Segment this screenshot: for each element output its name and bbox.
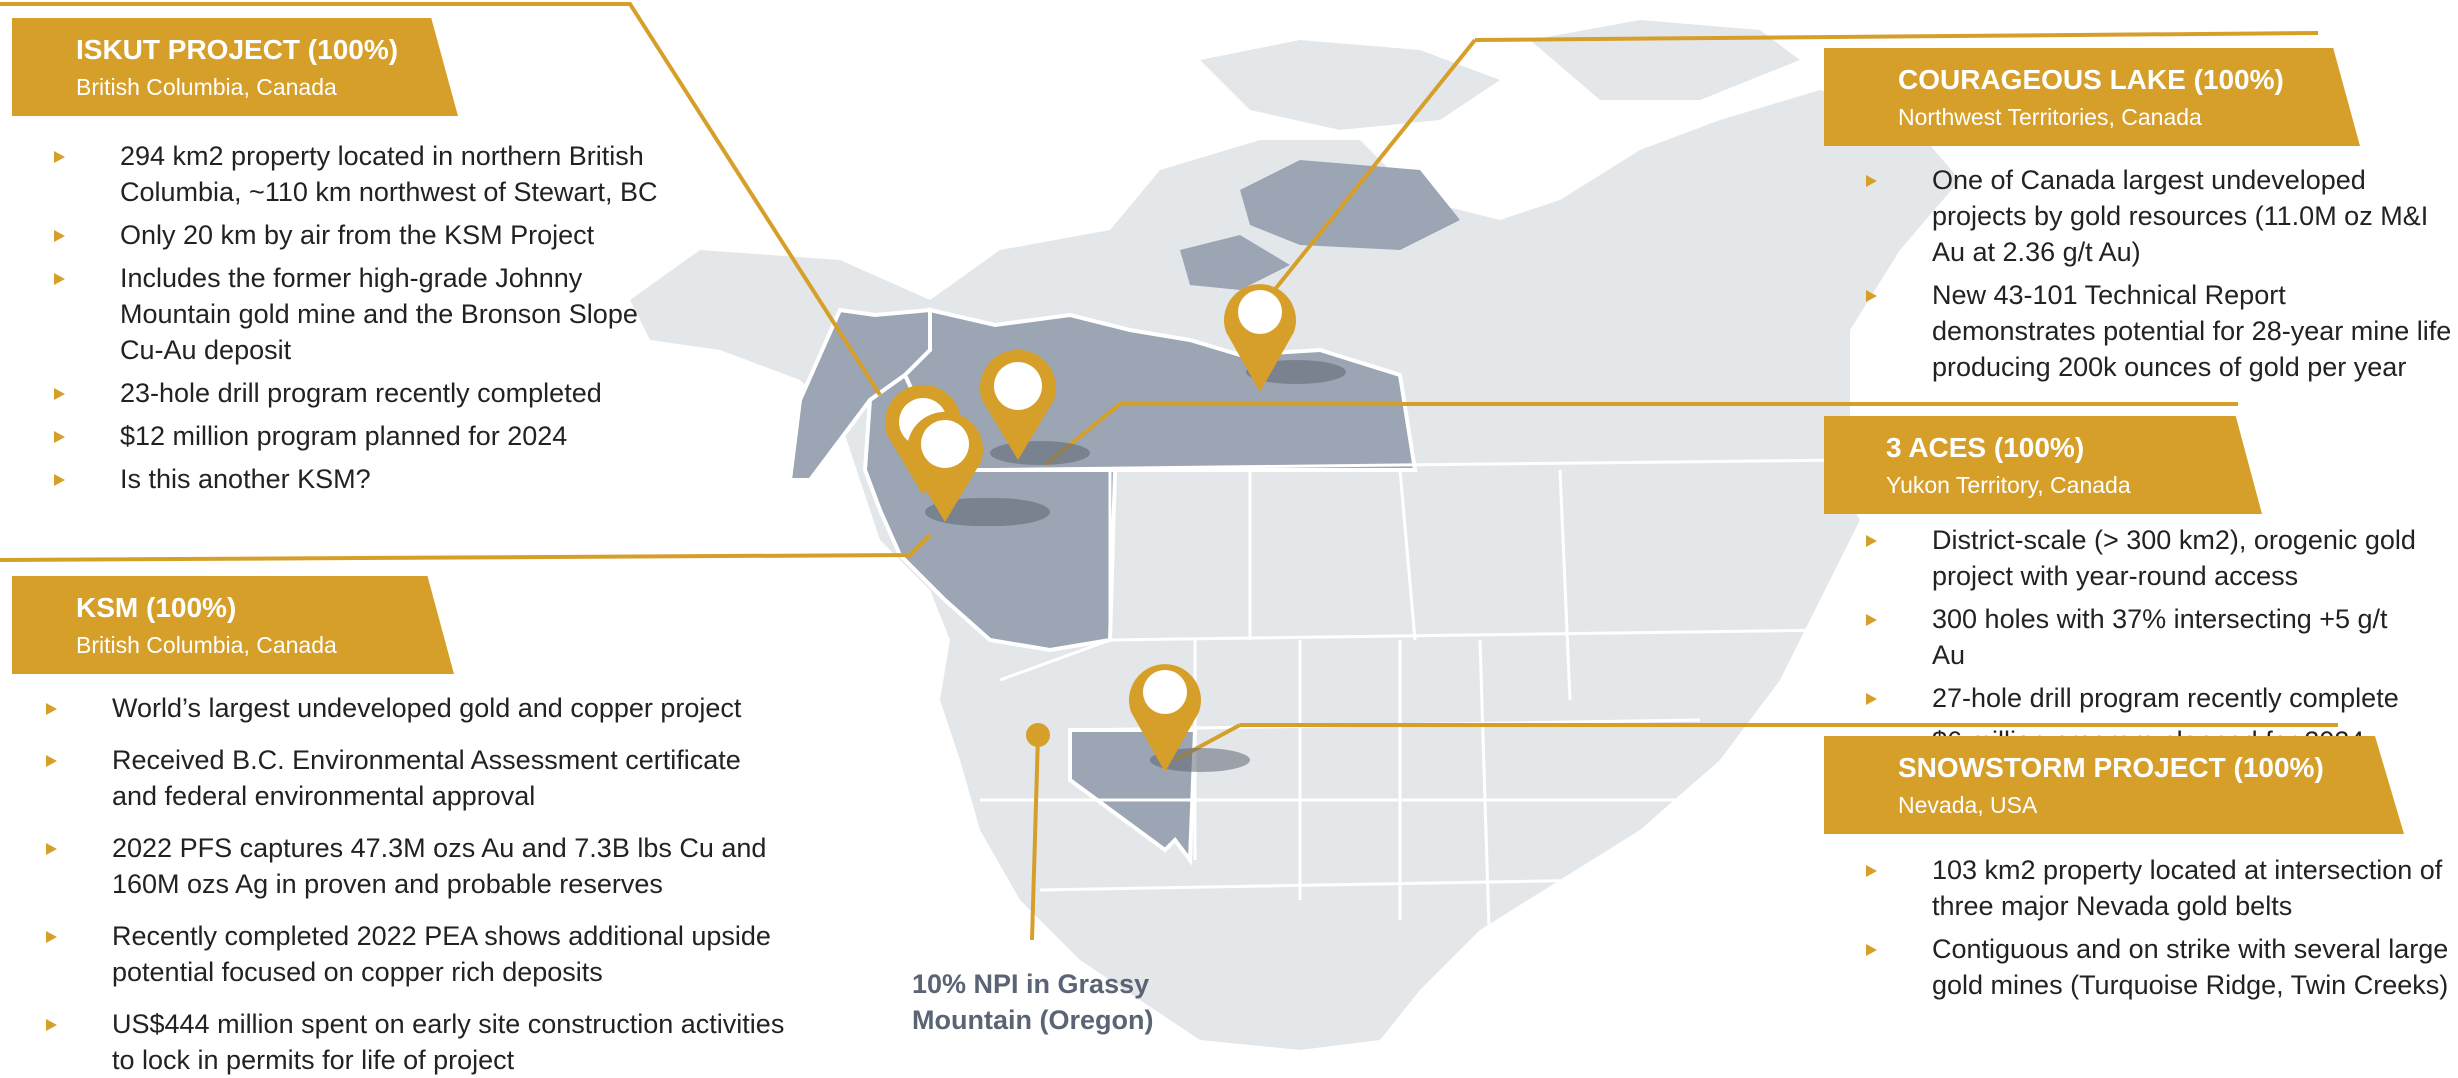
iskut-bullets: 294 km2 property located in northern Bri… (54, 138, 674, 504)
bullet-arrow-icon (54, 388, 65, 400)
list-item: New 43-101 Technical Report demonstrates… (1866, 277, 2456, 385)
bullet-arrow-icon (54, 230, 65, 242)
bullet-arrow-icon (46, 703, 57, 715)
iskut-subtitle: British Columbia, Canada (76, 74, 337, 100)
aces-bullets: District-scale (> 300 km2), orogenic gol… (1866, 522, 2426, 766)
aces-banner: 3 ACES (100%) Yukon Territory, Canada (1824, 416, 2262, 514)
list-item: 300 holes with 37% intersecting +5 g/t A… (1866, 601, 2426, 673)
ksm-bullets: World’s largest undeveloped gold and cop… (46, 690, 786, 1078)
aces-title: 3 ACES (100%) (1886, 432, 2085, 463)
list-item: 23-hole drill program recently completed (54, 375, 674, 411)
list-item: Contiguous and on strike with several la… (1866, 931, 2456, 1003)
ksm-title: KSM (100%) (76, 592, 237, 623)
snowstorm-bullets: 103 km2 property located at intersection… (1866, 852, 2456, 1010)
list-item: Recently completed 2022 PEA shows additi… (46, 918, 786, 990)
bullet-arrow-icon (46, 931, 57, 943)
list-item: Is this another KSM? (54, 461, 674, 497)
bullet-arrow-icon (46, 755, 57, 767)
callout-lines (0, 1, 2338, 941)
courageous-subtitle: Northwest Territories, Canada (1898, 104, 2202, 130)
location-pin-icon (1224, 284, 1297, 392)
location-pin-icon (980, 349, 1056, 460)
list-item: 103 km2 property located at intersection… (1866, 852, 2456, 924)
list-item: $12 million program planned for 2024 (54, 418, 674, 454)
arctic-island (1530, 20, 1800, 100)
iskut-banner: ISKUT PROJECT (100%) British Columbia, C… (12, 18, 458, 116)
arctic-island (1240, 160, 1460, 250)
courageous-title: COURAGEOUS LAKE (100%) (1898, 64, 2284, 95)
location-pin-icon (907, 411, 983, 522)
arctic-island (1180, 235, 1290, 290)
list-item: 27-hole drill program recently complete (1866, 680, 2426, 716)
bullet-arrow-icon (1866, 535, 1877, 547)
list-item: Received B.C. Environmental Assessment c… (46, 742, 786, 814)
list-item: 294 km2 property located in northern Bri… (54, 138, 674, 210)
bullet-arrow-icon (1866, 865, 1877, 877)
list-item: Includes the former high-grade Johnny Mo… (54, 260, 674, 368)
courageous-bullets: One of Canada largest undeveloped projec… (1866, 162, 2456, 392)
ksm-banner: KSM (100%) British Columbia, Canada (12, 576, 454, 674)
snowstorm-banner: SNOWSTORM PROJECT (100%) Nevada, USA (1824, 736, 2404, 834)
bullet-arrow-icon (54, 431, 65, 443)
bullet-arrow-icon (46, 843, 57, 855)
iskut-title: ISKUT PROJECT (100%) (76, 34, 399, 65)
courageous-banner: COURAGEOUS LAKE (100%) Northwest Territo… (1824, 48, 2360, 146)
aces-subtitle: Yukon Territory, Canada (1886, 472, 2131, 498)
list-item: Only 20 km by air from the KSM Project (54, 217, 674, 253)
bullet-arrow-icon (54, 151, 65, 163)
list-item: 2022 PFS captures 47.3M ozs Au and 7.3B … (46, 830, 786, 902)
bullet-arrow-icon (1866, 290, 1877, 302)
list-item: One of Canada largest undeveloped projec… (1866, 162, 2456, 270)
bullet-arrow-icon (54, 273, 65, 285)
snowstorm-subtitle: Nevada, USA (1898, 792, 2038, 818)
bullet-arrow-icon (1866, 944, 1877, 956)
bullet-arrow-icon (1866, 614, 1877, 626)
bullet-arrow-icon (46, 1019, 57, 1031)
list-item: US$444 million spent on early site const… (46, 1006, 786, 1078)
location-pin-icon (1129, 664, 1201, 772)
arctic-island (1200, 40, 1500, 130)
npi-location-dot (1026, 723, 1050, 747)
bullet-arrow-icon (1866, 693, 1877, 705)
list-item: World’s largest undeveloped gold and cop… (46, 690, 786, 726)
state-province-borders (949, 458, 1851, 961)
bullet-arrow-icon (54, 474, 65, 486)
snowstorm-title: SNOWSTORM PROJECT (100%) (1898, 752, 2324, 783)
ksm-subtitle: British Columbia, Canada (76, 632, 337, 658)
npi-label: 10% NPI in Grassy Mountain (Oregon) (912, 969, 1154, 1035)
bullet-arrow-icon (1866, 175, 1877, 187)
list-item: District-scale (> 300 km2), orogenic gol… (1866, 522, 2426, 594)
